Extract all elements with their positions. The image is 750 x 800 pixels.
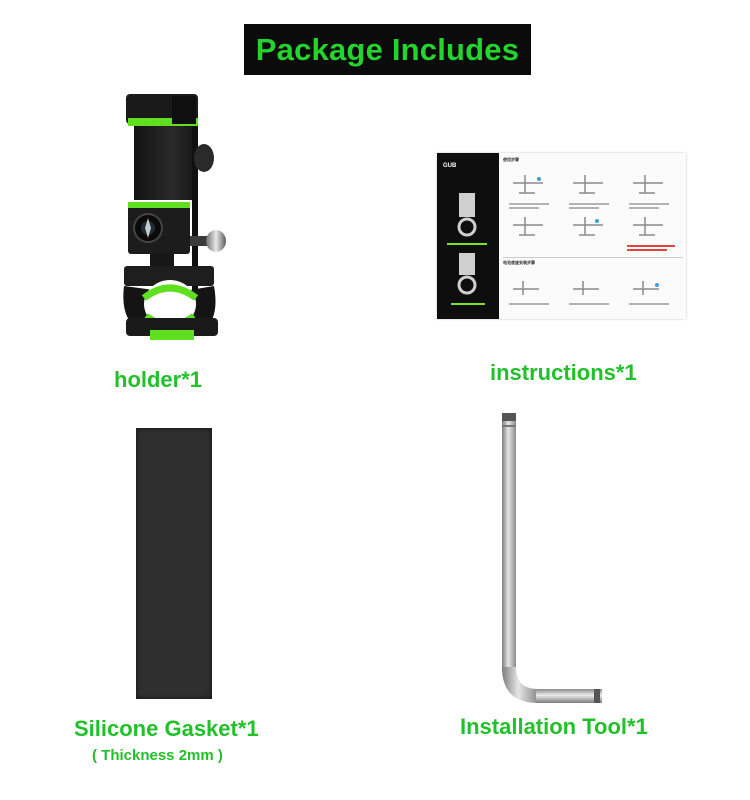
- title-banner: Package Includes: [244, 24, 531, 75]
- instructions-sidebar: GUB: [437, 153, 499, 319]
- instructions-steps: 使用步骤: [499, 153, 686, 319]
- instructions-label: instructions*1: [490, 360, 637, 385]
- instructions-brand: GUB: [443, 163, 457, 169]
- holder-image: [123, 94, 226, 340]
- instructions-section-2: 电池底座安装步骤: [503, 260, 535, 265]
- page-title: Package Includes: [255, 31, 520, 67]
- mount-illustration-icon: [447, 193, 487, 305]
- holder-label: holder*1: [114, 367, 203, 392]
- gasket-label: Silicone Gasket*1: [74, 716, 259, 741]
- instructions-image: GUB 使用步骤: [437, 153, 686, 319]
- steps-illustration-icon: [503, 175, 683, 305]
- instructions-section-1: 使用步骤: [503, 157, 519, 162]
- gasket-image: [136, 428, 212, 699]
- gasket-thickness-note: ( Thickness 2mm ): [92, 747, 223, 764]
- hex-key-image: [502, 413, 602, 703]
- tool-label: Installation Tool*1: [460, 714, 648, 739]
